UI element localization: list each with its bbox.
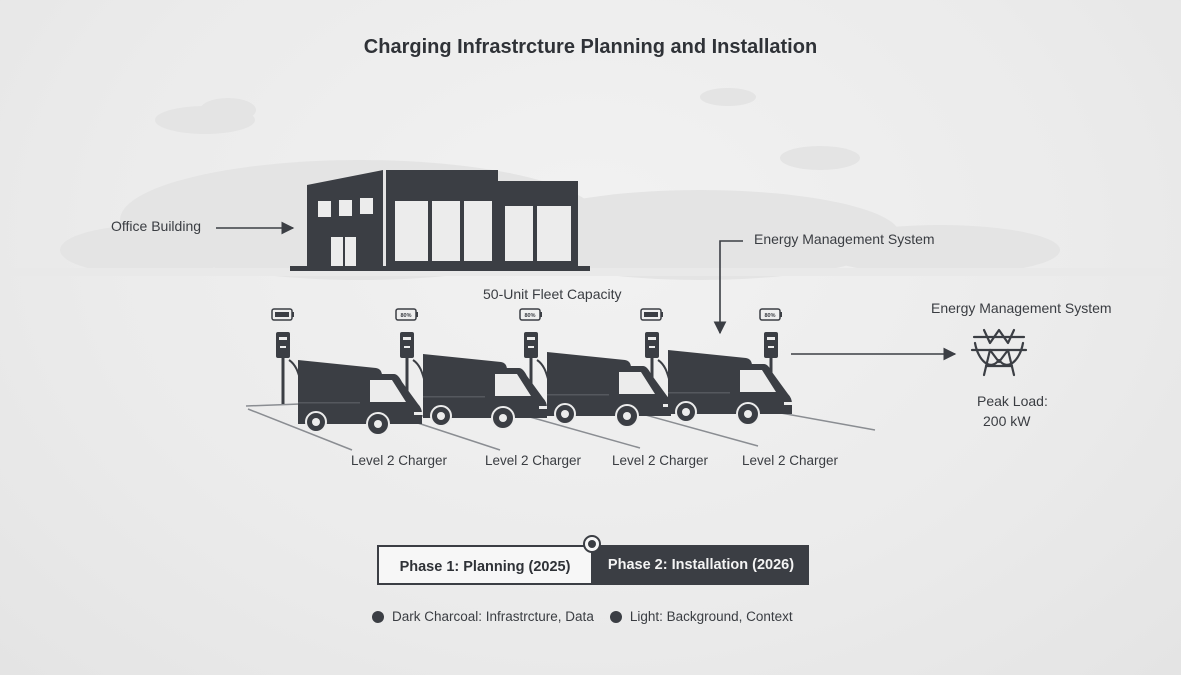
- diagram-title: Charging Infrastrcture Planning and Inst…: [363, 36, 818, 58]
- energy-mgmt-label-right: Energy Management System: [931, 300, 1112, 316]
- legend-dot-icon: [372, 610, 384, 623]
- charger-label: Level 2 Charger: [742, 453, 839, 468]
- battery-label: 80%: [400, 313, 411, 319]
- legend-label: Light: Background, Context: [629, 609, 793, 624]
- fleet-capacity-label: 50-Unit Fleet Capacity: [483, 286, 622, 302]
- phase-2-installation: Phase 2: Installation (2026): [593, 545, 809, 585]
- legend: Dark Charcoal: Infrastrcture, Data Light…: [372, 609, 809, 624]
- energy-mgmt-arrow: [713, 240, 743, 335]
- peak-load-value: 200 kW: [983, 413, 1031, 429]
- charger-label: Level 2 Charger: [485, 453, 582, 468]
- peak-load-label: Peak Load:: [977, 393, 1048, 409]
- charger-label: Level 2 Charger: [351, 453, 448, 468]
- battery-label: 80%: [764, 313, 775, 319]
- timeline-marker-icon: [583, 535, 601, 553]
- legend-item-light: Light: Background, Context: [609, 609, 793, 624]
- legend-dot-icon: [609, 610, 622, 623]
- energy-mgmt-label-top: Energy Management System: [754, 231, 935, 247]
- phase-1-planning: Phase 1: Planning (2025): [377, 545, 593, 585]
- charger-label: Level 2 Charger: [612, 453, 709, 468]
- legend-item-dark: Dark Charcoal: Infrastrcture, Data: [372, 609, 594, 624]
- battery-label: 80%: [524, 313, 535, 319]
- legend-label: Dark Charcoal: Infrastrcture, Data: [392, 609, 594, 624]
- office-building-label: Office Building: [111, 218, 202, 234]
- phase-timeline: Phase 1: Planning (2025) Phase 2: Instal…: [377, 545, 809, 585]
